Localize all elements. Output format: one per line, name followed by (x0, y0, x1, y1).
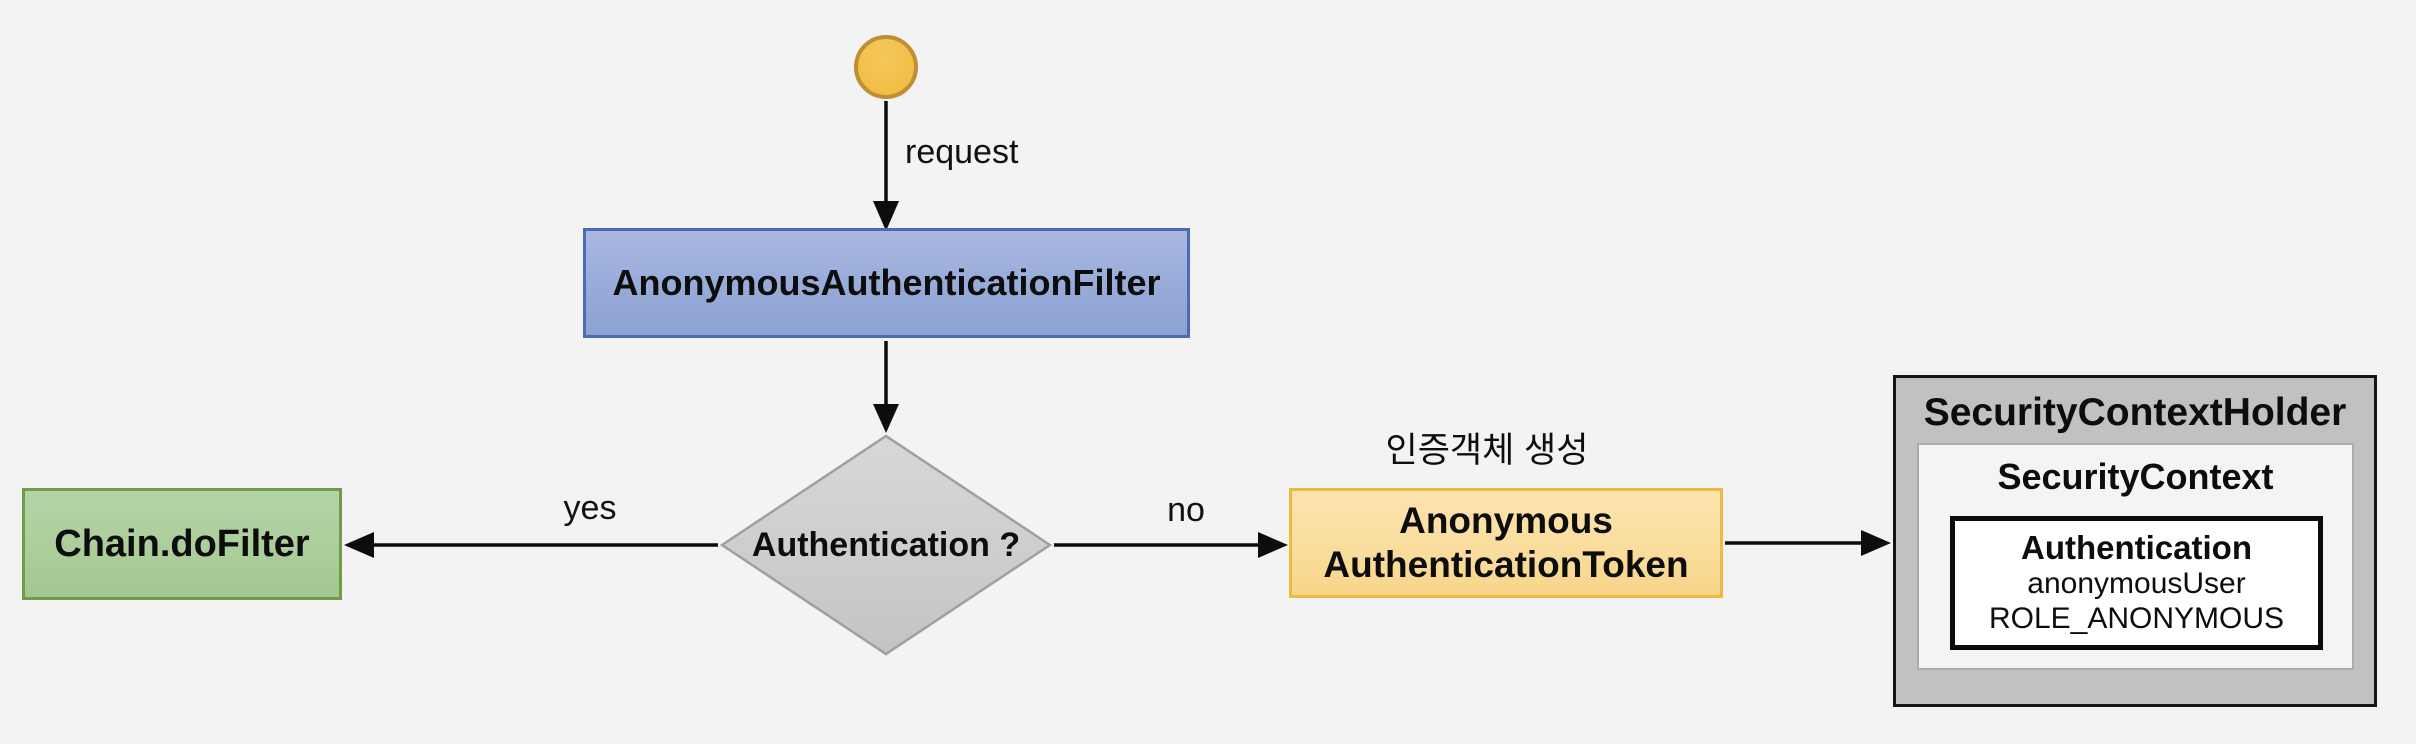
security-context-node: SecurityContext Authentication anonymous… (1917, 443, 2354, 670)
chain-dofilter-node: Chain.doFilter (22, 488, 342, 600)
start-node-circle (854, 35, 918, 99)
decision-label: Authentication ? (751, 525, 1021, 564)
token-annotation-label: 인증객체 생성 (1385, 431, 1589, 470)
decision-diamond-shape (720, 434, 1052, 656)
no-edge-label: no (1167, 491, 1205, 529)
edge-yes-arrow (344, 532, 718, 558)
anonymous-authentication-token-node: Anonymous AuthenticationToken (1289, 488, 1723, 598)
request-edge-label: request (905, 133, 1019, 171)
authentication-role: ROLE_ANONYMOUS (1988, 602, 2285, 636)
token-label-line1: Anonymous (1399, 499, 1613, 541)
edge-token-to-holder-arrow (1725, 530, 1891, 556)
token-label-line2: AuthenticationToken (1323, 544, 1689, 585)
edge-no-arrow (1054, 532, 1288, 558)
authentication-title: Authentication (2021, 529, 2252, 567)
edge-filter-to-decision-arrow (873, 341, 899, 433)
authentication-node: Authentication anonymousUser ROLE_ANONYM… (1950, 516, 2323, 650)
security-context-holder-node: SecurityContextHolder SecurityContext Au… (1893, 375, 2377, 707)
yes-edge-label: yes (563, 489, 617, 527)
security-context-title: SecurityContext (1997, 456, 2274, 497)
edge-request-arrow (873, 101, 899, 231)
authentication-principal: anonymousUser (2027, 567, 2246, 601)
security-context-holder-title: SecurityContextHolder (1923, 391, 2347, 434)
authentication-decision-node: Authentication ? (720, 434, 1052, 656)
anonymous-authentication-filter-node: AnonymousAuthenticationFilter (583, 228, 1190, 338)
